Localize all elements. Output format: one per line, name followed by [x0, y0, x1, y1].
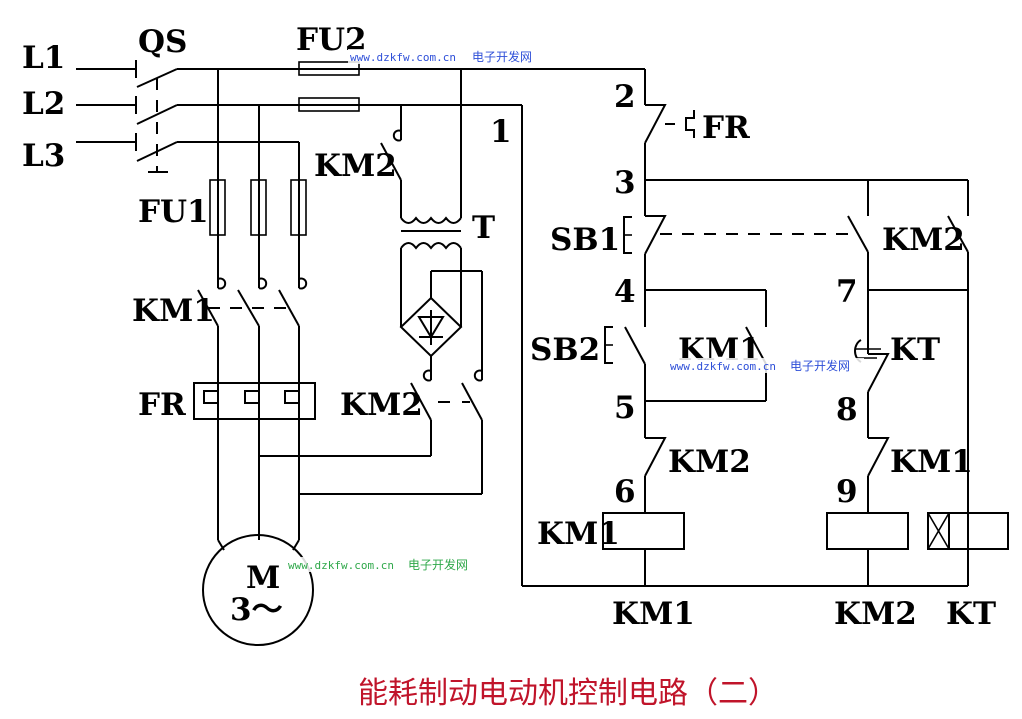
label-km1-main: KM1	[132, 293, 215, 329]
label-km2-primary: KM2	[314, 148, 397, 184]
node-6: 6	[614, 474, 636, 510]
label-motor-phase: 3～	[230, 592, 283, 628]
motor	[202, 534, 314, 646]
watermark-middle: www.dzkfw.com.cn 电子开发网	[668, 358, 864, 373]
watermark-url: www.dzkfw.com.cn	[670, 360, 776, 373]
watermark-url: www.dzkfw.com.cn	[350, 51, 456, 64]
incoming-lines	[76, 68, 136, 143]
label-motor: M	[246, 560, 280, 596]
label-km1-interlock: KM1	[890, 444, 973, 480]
label-km2-hold: KM2	[882, 222, 965, 258]
power-bus	[177, 68, 300, 180]
label-l3: L3	[22, 138, 65, 174]
control-circuit	[521, 69, 1009, 587]
label-qs: QS	[138, 24, 187, 60]
node-4: 4	[614, 274, 636, 310]
label-fu1: FU1	[138, 194, 209, 230]
label-l1: L1	[22, 40, 65, 76]
transformer-branch	[259, 69, 483, 495]
watermark-site: 电子开发网	[790, 358, 850, 373]
label-km1-coil-side: KM1	[537, 516, 620, 552]
node-3: 3	[614, 165, 636, 201]
node-2: 2	[614, 79, 636, 115]
node-8: 8	[836, 392, 858, 428]
watermark-bottom: www.dzkfw.com.cn 电子开发网	[286, 557, 482, 572]
label-sb2: SB2	[530, 332, 600, 368]
watermark-top: www.dzkfw.com.cn 电子开发网	[348, 49, 544, 64]
diagram-title: 能耗制动电动机控制电路（二）	[358, 676, 778, 711]
coil-label-km1: KM1	[612, 596, 695, 632]
node-1: 1	[490, 114, 512, 150]
fr-thermal-relay	[193, 382, 316, 420]
node-9: 9	[836, 474, 858, 510]
label-fr-contact: FR	[702, 110, 750, 146]
label-km2-interlock: KM2	[668, 444, 751, 480]
label-km2-dc: KM2	[340, 387, 423, 423]
qs-switch	[135, 60, 178, 173]
node-5: 5	[614, 390, 636, 426]
km1-main-contacts	[197, 289, 300, 540]
label-l2: L2	[22, 86, 65, 122]
watermark-site: 电子开发网	[472, 49, 532, 64]
watermark-site: 电子开发网	[408, 557, 468, 572]
fu1-fuses	[209, 179, 308, 290]
label-transformer: T	[472, 210, 495, 246]
label-fr-power: FR	[138, 387, 186, 423]
labels: L1 L2 L3 QS FU2 FU1 KM2 T KM1 FR KM2 M 3…	[22, 22, 996, 632]
coil-label-kt: KT	[946, 596, 996, 632]
watermark-url: www.dzkfw.com.cn	[288, 559, 394, 572]
coil-label-km2: KM2	[834, 596, 917, 632]
node-7: 7	[836, 274, 858, 310]
fu2-fuses	[298, 61, 645, 112]
label-kt-contact: KT	[890, 332, 940, 368]
label-sb1: SB1	[550, 222, 620, 258]
